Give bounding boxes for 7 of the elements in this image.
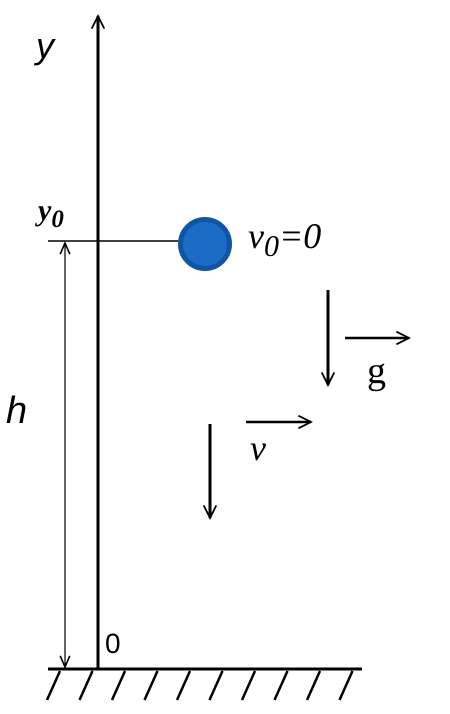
velocity-label: v$_{0}$=0 (248, 218, 322, 262)
axis-label: y (36, 28, 54, 64)
vector-label: g (367, 352, 386, 390)
dimension-label: h (6, 392, 28, 430)
vector-label: v (250, 430, 266, 466)
origin-label: 0 (105, 630, 121, 658)
ball (178, 217, 232, 271)
